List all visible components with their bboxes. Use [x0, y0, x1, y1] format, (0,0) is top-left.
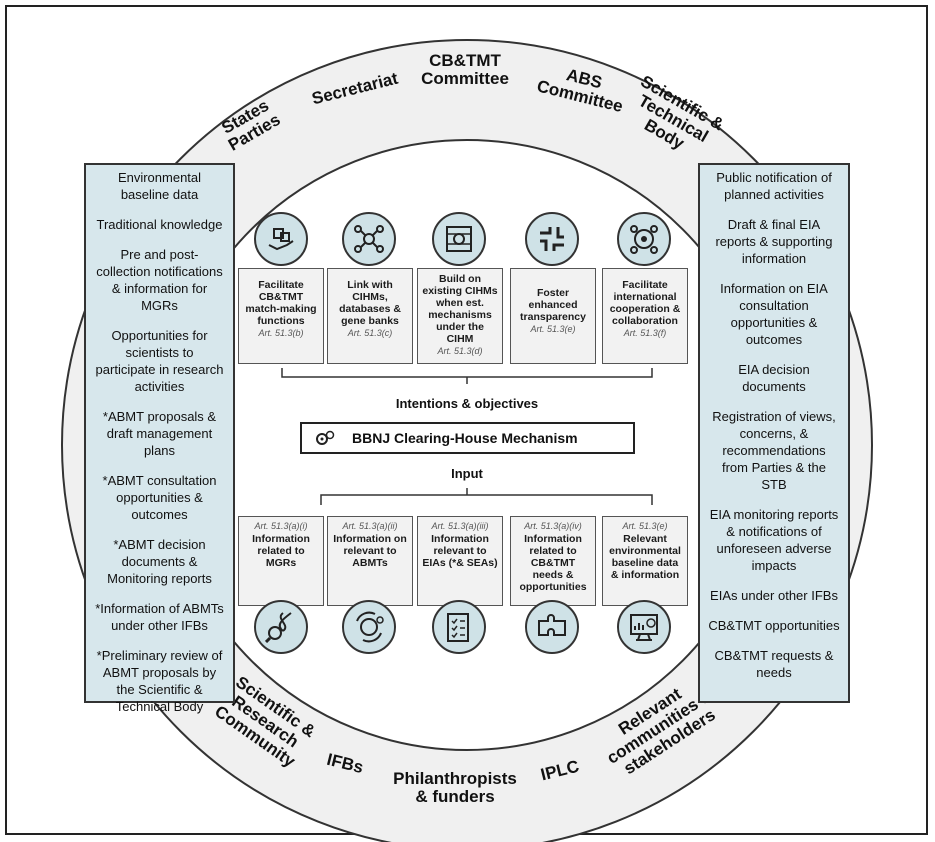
objective-title: Build on existing CIHMs when est. mechan… [422, 273, 498, 345]
dna-magnifier-icon [254, 600, 308, 654]
input-title: Information related to CB&TMT needs & op… [519, 533, 587, 593]
build-gears-icon [432, 212, 486, 266]
right-panel-item: Draft & final EIA reports & supporting i… [715, 217, 833, 266]
objective-box-link-cihms: Link with CIHMs, databases & gene banks … [327, 268, 413, 364]
objectives-bracket [281, 368, 653, 384]
handshake-puzzle-icon [254, 212, 308, 266]
chm-title: BBNJ Clearing-House Mechanism [352, 430, 578, 446]
input-title: Information on relevant to ABMTs [333, 533, 407, 569]
input-article: Art. 51.3(e) [622, 521, 668, 531]
right-panel-item: EIA decision documents [738, 362, 810, 394]
ring-label-cbtmt-committee: CB&TMT Committee [421, 51, 509, 88]
right-panel-item: CB&TMT opportunities [708, 618, 840, 633]
right-panel-item: EIAs under other IFBs [710, 588, 838, 603]
inputs-bracket [320, 488, 653, 505]
input-article: Art. 51.3(a)(iii) [431, 521, 489, 531]
network-nodes-icon [342, 212, 396, 266]
gears-icon [316, 430, 335, 445]
right-panel-item: CB&TMT requests & needs [714, 648, 834, 680]
left-panel-item: Traditional knowledge [96, 217, 223, 232]
objective-box-match-making: Facilitate CB&TMT match-making functions… [238, 268, 324, 364]
dashboard-chart-icon [617, 600, 671, 654]
input-title: Information related to MGRs [252, 533, 310, 569]
left-panel-item: *Preliminary review of ABMT proposals by… [96, 648, 223, 714]
input-box-eias: Art. 51.3(a)(iii) Information relevant t… [417, 516, 503, 606]
right-info-panel: Public notification of planned activitie… [698, 163, 850, 703]
left-panel-item: *ABMT proposals & draft management plans [102, 409, 217, 458]
input-article: Art. 51.3(a)(i) [254, 521, 308, 531]
objective-box-transparency: Foster enhanced transparency Art. 51.3(e… [510, 268, 596, 364]
objective-title: Facilitate CB&TMT match-making functions [245, 279, 317, 327]
objective-title: Link with CIHMs, databases & gene banks [339, 279, 401, 327]
left-info-panel: Environmental baseline data Traditional … [84, 163, 235, 714]
objective-title: Foster enhanced transparency [520, 287, 586, 323]
input-box-cbtmt: Art. 51.3(a)(iv) Information related to … [510, 516, 596, 606]
right-panel-item: Registration of views, concerns, & recom… [712, 409, 836, 492]
objective-article: Art. 51.3(f) [623, 328, 667, 338]
input-label: Input [451, 466, 483, 481]
objective-box-international-cooperation: Facilitate international cooperation & c… [602, 268, 688, 364]
objective-title: Facilitate international cooperation & c… [609, 279, 681, 327]
ring-label-philanthropists-funders: Philanthropists & funders [393, 769, 517, 806]
objective-box-build-on-cihms: Build on existing CIHMs when est. mechan… [417, 268, 503, 364]
globe-cycle-icon [342, 600, 396, 654]
intentions-objectives-label: Intentions & objectives [395, 396, 539, 411]
input-article: Art. 51.3(a)(iv) [524, 521, 582, 531]
objective-article: Art. 51.3(b) [258, 328, 304, 338]
left-panel-item: *ABMT decision documents & Monitoring re… [107, 537, 212, 586]
input-article: Art. 51.3(a)(ii) [342, 521, 398, 531]
left-panel-item: *Information of ABMTs under other IFBs [95, 601, 224, 633]
input-box-mgrs: Art. 51.3(a)(i) Information related to M… [238, 516, 324, 606]
puzzle-pieces-icon [525, 600, 579, 654]
hands-together-icon [525, 212, 579, 266]
right-panel-item: Public notification of planned activitie… [716, 170, 832, 202]
people-eye-icon [617, 212, 671, 266]
objective-article: Art. 51.3(d) [437, 346, 483, 356]
checklist-icon [432, 600, 486, 654]
left-panel-item: *ABMT consultation opportunities & outco… [102, 473, 217, 522]
input-title: Information relevant to EIAs (*& SEAs) [422, 533, 498, 569]
chm-box: BBNJ Clearing-House Mechanism [300, 422, 635, 454]
objective-article: Art. 51.3(c) [347, 328, 393, 338]
objective-article: Art. 51.3(e) [530, 324, 576, 334]
right-panel-item: Information on EIA consultation opportun… [720, 281, 828, 347]
input-title: Relevant environmental baseline data & i… [609, 533, 681, 581]
input-box-abmts: Art. 51.3(a)(ii) Information on relevant… [327, 516, 413, 606]
right-panel-item: EIA monitoring reports & notifications o… [709, 507, 839, 573]
left-panel-item: Opportunities for scientists to particip… [95, 328, 224, 394]
left-panel-item: Environmental baseline data [117, 170, 202, 202]
input-box-baseline-data: Art. 51.3(e) Relevant environmental base… [602, 516, 688, 606]
left-panel-item: Pre and post-collection notifications & … [96, 247, 223, 313]
